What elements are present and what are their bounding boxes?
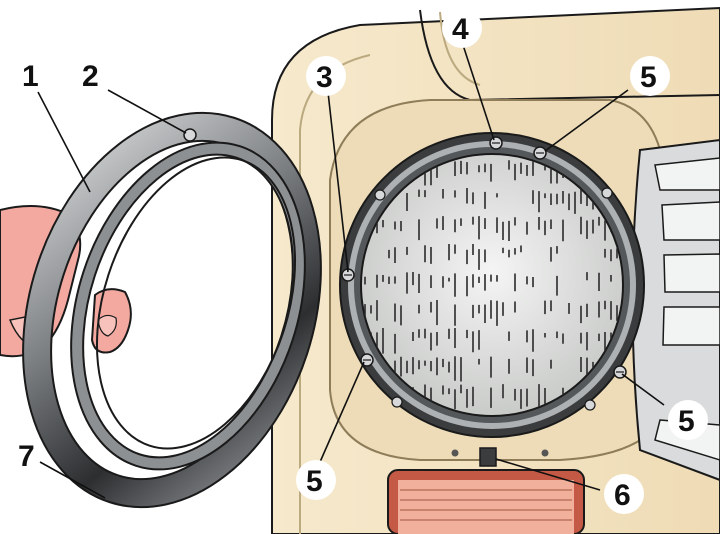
ring-screws	[341, 136, 627, 411]
callout-labels: 1 2 3 4 5 5 5 6 7	[18, 8, 708, 514]
callout-2: 2	[82, 60, 99, 93]
callout-1: 1	[22, 60, 39, 93]
screw-icon	[533, 146, 547, 160]
lower-vent	[387, 469, 585, 534]
callout-5-top: 5	[630, 56, 670, 96]
callout-4-label: 4	[452, 13, 469, 46]
callout-1-label: 1	[22, 60, 39, 93]
trim-rim	[22, 111, 322, 509]
leader-lines	[37, 44, 665, 499]
callout-2-label: 2	[82, 60, 99, 93]
callout-7: 7	[18, 440, 35, 473]
screw-icon	[584, 399, 596, 411]
callout-5-top-label: 5	[640, 61, 657, 94]
screw-icon	[374, 189, 386, 201]
callout-5-right-label: 5	[678, 405, 695, 438]
screw-icon	[489, 136, 503, 150]
callout-5-right: 5	[668, 400, 708, 440]
callout-6-label: 6	[614, 479, 631, 512]
callout-4: 4	[442, 8, 482, 48]
grille	[631, 138, 720, 482]
screw-icon	[601, 187, 613, 199]
callout-3: 3	[306, 56, 346, 96]
screw-icon	[391, 396, 403, 408]
callout-5-left-label: 5	[306, 465, 323, 498]
callout-5-left: 5	[296, 460, 336, 500]
adjuster-screw	[451, 447, 549, 467]
callout-6: 6	[604, 474, 644, 514]
callout-7-label: 7	[18, 440, 35, 473]
headlight-lens	[360, 153, 624, 417]
callout-3-label: 3	[316, 61, 333, 94]
screw-icon	[183, 128, 197, 142]
